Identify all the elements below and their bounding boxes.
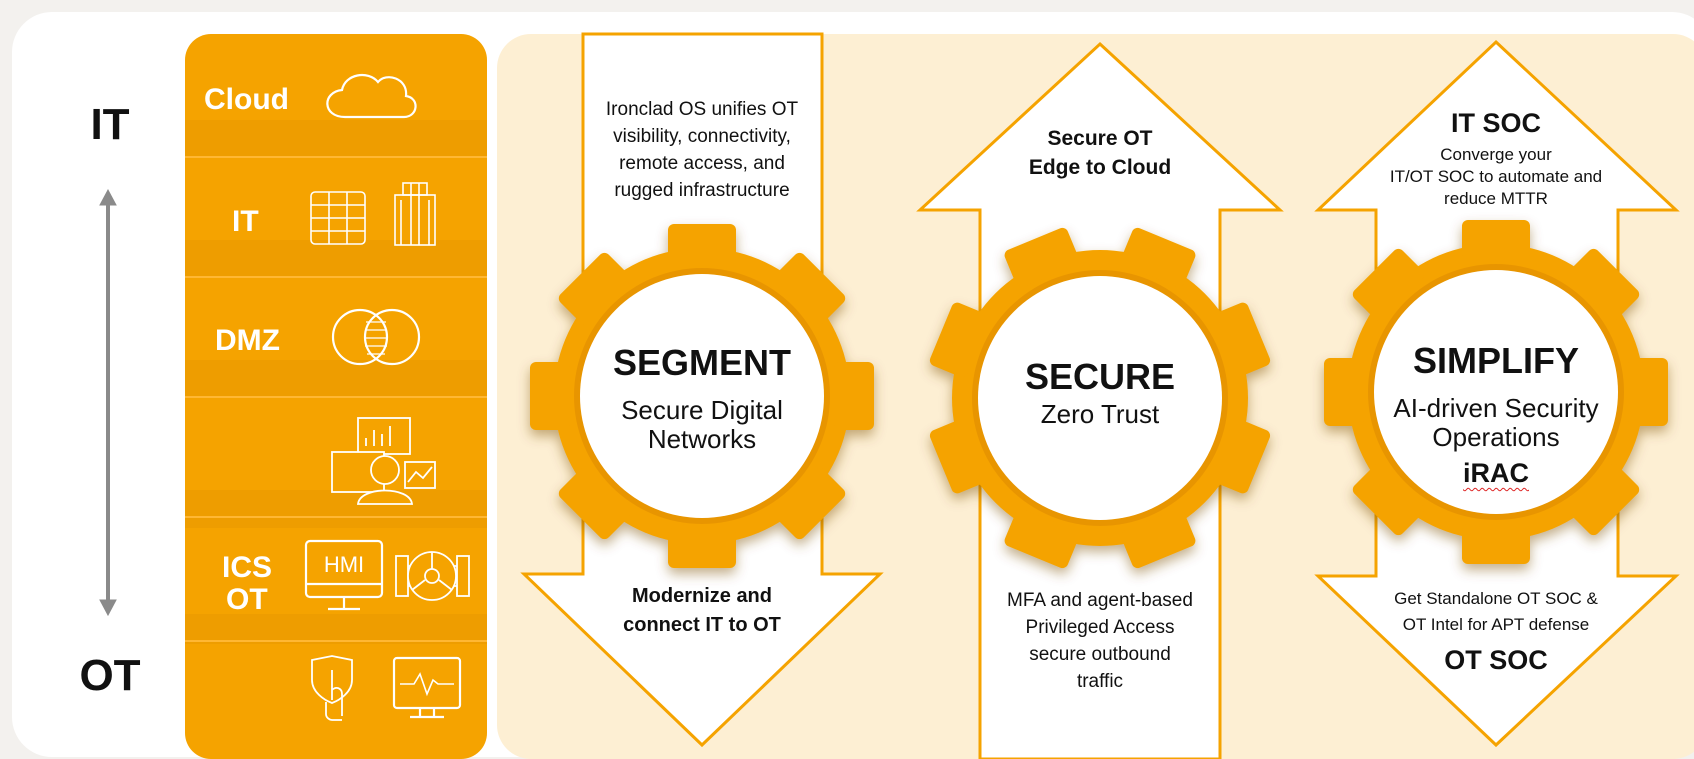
segment-subtitle: Secure Digital Networks <box>582 396 822 454</box>
simplify-top-line-2: IT/OT SOC to automate and <box>1389 167 1603 186</box>
simplify-top-line-1: Converge your <box>1440 145 1552 164</box>
simplify-title: SIMPLIFY <box>1412 340 1579 381</box>
tier-label-it: IT <box>232 205 259 238</box>
secure-bottom-line-3: secure outbound <box>1029 644 1171 665</box>
secure-subtitle: Zero Trust <box>1040 399 1160 429</box>
segment-title: SEGMENT <box>612 342 791 383</box>
tier-label-ics: ICS <box>222 551 273 584</box>
secure-bottom-text: MFA and agent-based Privileged Access se… <box>980 587 1220 695</box>
tier-label-dmz: DMZ <box>215 324 280 357</box>
shield-touch-icon <box>311 655 353 721</box>
valve-icon <box>395 551 470 601</box>
secure-top-line-2: Edge to Cloud <box>1028 156 1172 179</box>
segment-top-line-2: visibility, connectivity, <box>613 126 791 147</box>
simplify-bottom-title: OT SOC <box>1444 645 1548 675</box>
segment-subtitle-line-2: Networks <box>647 424 757 454</box>
segment-bottom-text: Modernize and connect IT to OT <box>582 582 822 640</box>
it-ot-double-arrow <box>99 188 117 617</box>
secure-title: SECURE <box>1024 356 1176 397</box>
simplify-tag: iRAC <box>1376 458 1616 489</box>
axis-bottom-label: OT <box>79 651 141 700</box>
secure-gear <box>929 227 1271 569</box>
simplify-bottom-line-2: OT Intel for APT defense <box>1402 615 1590 634</box>
secure-bottom-line-1: MFA and agent-based <box>1007 590 1193 611</box>
tier-label-ot: OT <box>226 583 268 616</box>
secure-bottom-line-2: Privileged Access <box>1025 617 1175 638</box>
secure-top-line-1: Secure OT <box>1047 127 1153 150</box>
overlapping-circles-icon <box>331 308 421 366</box>
irac-tag: iRAC <box>1463 458 1529 488</box>
simplify-subtitle: AI-driven Security Operations <box>1376 394 1616 452</box>
simplify-gear <box>1324 220 1668 564</box>
simplify-subtitle-line-1: AI-driven Security <box>1393 393 1599 423</box>
segment-top-text: Ironclad OS unifies OT visibility, conne… <box>582 96 822 204</box>
tier-label-cloud: Cloud <box>204 83 289 116</box>
simplify-bottom-line-1: Get Standalone OT SOC & <box>1394 589 1598 608</box>
segment-top-line-4: rugged infrastructure <box>614 180 790 201</box>
simplify-top-text: Converge your IT/OT SOC to automate and … <box>1376 144 1616 210</box>
simplify-subtitle-line-2: Operations <box>1432 422 1560 452</box>
secure-top-text: Secure OT Edge to Cloud <box>980 124 1220 182</box>
office-building-icon <box>394 182 436 246</box>
monitor-pulse-icon <box>392 656 462 719</box>
simplify-bottom-text: Get Standalone OT SOC & OT Intel for APT… <box>1376 586 1616 638</box>
simplify-top-title: IT SOC <box>1450 108 1541 138</box>
segment-bottom-line-2: connect IT to OT <box>623 614 781 636</box>
hmi-text: HMI <box>323 552 365 577</box>
axis-top-label: IT <box>90 100 130 149</box>
server-rack-icon <box>310 191 366 245</box>
segment-gear <box>530 224 874 568</box>
tier-stack <box>185 34 487 759</box>
segment-subtitle-line-1: Secure Digital <box>621 395 783 425</box>
simplify-top-line-3: reduce MTTR <box>1444 189 1548 208</box>
cloud-icon <box>326 73 417 119</box>
hmi-monitor-icon <box>304 539 384 611</box>
segment-top-line-1: Ironclad OS unifies OT <box>605 99 799 120</box>
secure-bottom-line-4: traffic <box>1076 671 1124 692</box>
segment-bottom-line-1: Modernize and <box>631 585 772 607</box>
operator-dashboard-icon <box>331 417 436 505</box>
segment-top-line-3: remote access, and <box>619 153 785 174</box>
